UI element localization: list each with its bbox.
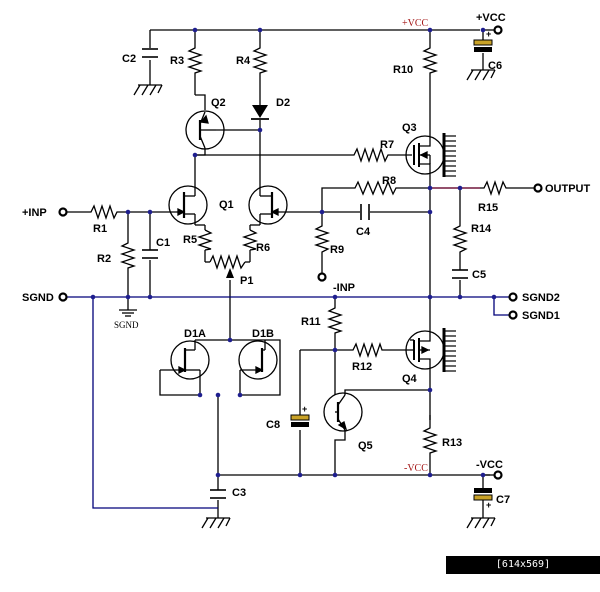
terminal-vcc[interactable] <box>493 25 503 35</box>
terminal-inp[interactable] <box>58 207 68 217</box>
ground-c2 <box>133 84 163 96</box>
transistor-d1b <box>238 340 278 380</box>
label-output: OUTPUT <box>545 183 591 195</box>
capacitor-c3 <box>210 489 226 499</box>
ground-sgnd-symbol <box>119 309 137 317</box>
resistor-r4 <box>251 45 269 75</box>
label-c8: C8 <box>266 419 280 431</box>
label-r11: R11 <box>301 316 321 328</box>
label-c4: C4 <box>356 226 371 238</box>
label-r6: R6 <box>256 242 270 254</box>
ground-c7 <box>466 517 496 529</box>
label-vcc-top: +VCC <box>476 12 506 24</box>
diode-d2 <box>251 105 269 120</box>
transistor-q3 <box>405 135 445 175</box>
resistor-r6 <box>241 229 259 251</box>
terminal-sgnd1[interactable] <box>508 310 518 320</box>
potentiometer-p1 <box>209 253 246 271</box>
transistor-q5 <box>323 392 363 432</box>
schematic: +VCC +VCC -VCC -VCC +INP SGND OUTPUT SGN… <box>22 12 591 529</box>
transistor-d1a <box>160 340 210 382</box>
resistor-r9 <box>313 222 331 255</box>
polarity-c6: + <box>486 29 491 39</box>
label-r12: R12 <box>352 361 372 373</box>
label-c5: C5 <box>472 269 486 281</box>
label-r2: R2 <box>97 253 111 265</box>
resistor-r10 <box>421 45 439 75</box>
capacitor-c2 <box>142 48 158 58</box>
label-ground-sgnd: SGND <box>114 320 139 330</box>
label-ninp: -INP <box>333 282 355 294</box>
label-vcc-net: +VCC <box>402 18 429 29</box>
resistor-r5 <box>196 229 214 251</box>
capacitor-c5 <box>452 269 468 279</box>
label-c1: C1 <box>156 237 170 249</box>
capacitor-c7 <box>473 488 493 501</box>
label-r1: R1 <box>93 223 107 235</box>
terminal-sgnd2[interactable] <box>508 292 518 302</box>
label-sgnd1: SGND1 <box>522 310 560 322</box>
p1-wiper-arrow <box>226 268 234 278</box>
label-r14: R14 <box>471 223 492 235</box>
label-r3: R3 <box>170 55 184 67</box>
label-c6: C6 <box>488 60 502 72</box>
label-c2: C2 <box>122 53 136 65</box>
resistor-r14 <box>451 222 469 255</box>
label-d2: D2 <box>276 97 290 109</box>
resistor-r1 <box>88 203 120 221</box>
label-d1a: D1A <box>184 328 206 340</box>
label-c7: C7 <box>496 494 510 506</box>
heatsink-q4 <box>442 328 456 372</box>
label-q5: Q5 <box>358 440 373 452</box>
capacitor-c4 <box>360 204 370 220</box>
label-inp: +INP <box>22 207 47 219</box>
label-r9: R9 <box>330 244 344 256</box>
resistor-r11 <box>326 305 344 335</box>
resistor-r13 <box>421 425 439 455</box>
label-p1: P1 <box>240 275 253 287</box>
resistor-r3 <box>186 45 204 75</box>
label-r10: R10 <box>393 64 413 76</box>
sgnd-net <box>66 296 510 509</box>
label-r15: R15 <box>478 202 498 214</box>
resistor-r7 <box>350 146 390 164</box>
label-q2: Q2 <box>211 97 226 109</box>
heatsink-q3 <box>442 133 456 177</box>
transistor-q2 <box>185 110 225 150</box>
label-r4: R4 <box>236 55 251 67</box>
capacitor-c1 <box>142 249 158 259</box>
terminal-ninp[interactable] <box>317 272 327 282</box>
label-r7: R7 <box>380 139 394 151</box>
label-r5: R5 <box>183 234 197 246</box>
transistor-q1-left <box>168 185 208 225</box>
ground-c6 <box>466 69 496 81</box>
label-d1b: D1B <box>252 328 274 340</box>
capacitor-c6 <box>473 39 493 52</box>
label-r13: R13 <box>442 437 462 449</box>
terminal-sgnd[interactable] <box>58 292 68 302</box>
label-c3: C3 <box>232 487 246 499</box>
label-r8: R8 <box>382 175 396 187</box>
label-sgnd2: SGND2 <box>522 292 560 304</box>
resistor-r15 <box>480 179 510 197</box>
polarity-c7: + <box>486 500 491 510</box>
transistor-q4 <box>405 330 445 375</box>
resistor-r2 <box>119 240 137 270</box>
label-q3: Q3 <box>402 122 417 134</box>
label-q1: Q1 <box>219 199 234 211</box>
resistor-r8 <box>350 180 400 196</box>
label-vee-bottom: -VCC <box>476 459 503 471</box>
transistor-q1-right <box>248 185 288 225</box>
terminal-output[interactable] <box>533 183 543 193</box>
ground-c3 <box>201 517 231 529</box>
watermark: [614x569] https://upic.me/ <box>446 556 600 588</box>
terminal-vee[interactable] <box>493 470 503 480</box>
label-sgnd-port: SGND <box>22 292 54 304</box>
capacitor-c8 <box>290 414 310 427</box>
label-vee-net: -VCC <box>404 463 428 474</box>
junction-nodes <box>90 27 497 478</box>
polarity-c8: + <box>302 404 307 414</box>
resistor-r12 <box>350 341 385 359</box>
label-q4: Q4 <box>402 373 418 385</box>
